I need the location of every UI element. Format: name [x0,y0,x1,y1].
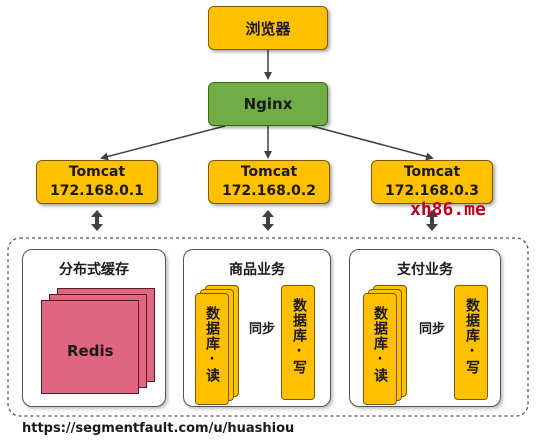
tomcat-name: Tomcat [68,164,126,180]
bidir-arrow-2 [262,210,274,231]
source-url: https://segmentfault.com/u/huashiou [22,421,295,436]
tomcat-name: Tomcat [240,164,298,180]
pay-panel: 支付业务 数据库·读 同步 数据库·写 [349,249,501,407]
tomcat-node-2: Tomcat 172.168.0.2 [208,160,330,204]
db-write-node [454,285,488,400]
tomcat-ip: 172.168.0.2 [222,183,316,199]
goods-panel: 商品业务 数据库·读 同步 数据库·写 [183,249,331,407]
db-read-node [195,293,229,405]
cache-panel-title: 分布式缓存 [59,262,129,278]
bidir-arrow-3 [426,210,438,231]
backend-container [7,237,529,417]
db-write-label: 数据库·写 [464,298,480,375]
bidir-arrow-1 [91,210,103,231]
tomcat-node-1: Tomcat 172.168.0.1 [36,160,158,204]
db-write-node [281,285,315,400]
db-read-label: 数据库·读 [372,306,388,383]
db-write-label: 数据库·写 [291,298,307,375]
tomcat-node-3: Tomcat 172.168.0.3 [371,160,493,204]
browser-label: 浏览器 [245,19,291,38]
db-read-node [363,293,397,405]
browser-node: 浏览器 [208,6,328,50]
tomcat-ip: 172.168.0.1 [50,183,144,199]
cache-panel: 分布式缓存 Redis [22,249,166,407]
watermark: xh86.me [410,199,486,220]
sync-label: 同步 [419,322,446,337]
arrow-nginx-tomcat-1 [100,125,226,161]
db-read-label: 数据库·读 [204,306,220,383]
redis-front [41,300,139,394]
nginx-node: Nginx [208,82,328,126]
goods-panel-title: 商品业务 [229,262,285,278]
arrow-nginx-tomcat-3 [311,125,434,161]
sync-label: 同步 [249,322,276,337]
nginx-label: Nginx [243,95,293,113]
pay-panel-title: 支付业务 [397,262,453,278]
redis-label: Redis [67,342,114,360]
tomcat-ip: 172.168.0.3 [385,183,479,199]
tomcat-name: Tomcat [403,164,461,180]
